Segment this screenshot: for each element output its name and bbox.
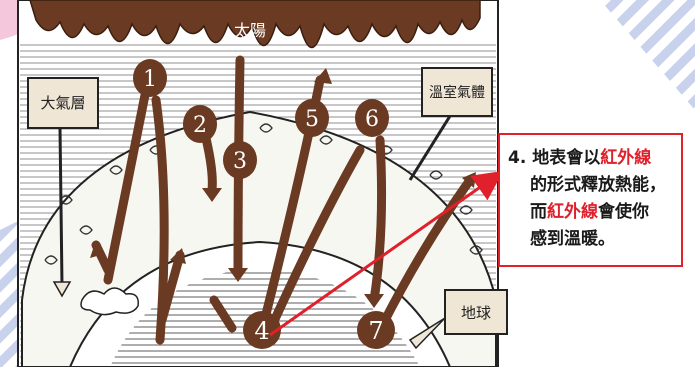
earth-label: 地球 [461, 304, 491, 322]
atmosphere-label: 大氣層 [40, 94, 85, 112]
svg-text:4: 4 [254, 317, 269, 345]
svg-text:2: 2 [193, 113, 207, 138]
arrow-heads [90, 68, 476, 308]
marker-6: 6 [355, 99, 389, 137]
svg-text:5: 5 [305, 107, 319, 132]
clouds [80, 287, 139, 316]
caption-line-1: 4.地表會以紅外線 [508, 148, 652, 168]
earth-label-box: 地球 [408, 289, 508, 350]
svg-text:3: 3 [233, 149, 247, 174]
marker-7: 7 [357, 311, 395, 349]
marker-1: 1 [133, 59, 167, 97]
sun-label: 太陽 [234, 21, 266, 40]
svg-text:6: 6 [365, 107, 379, 132]
marker-4: 4 [243, 311, 281, 349]
infrared-arrow [269, 170, 504, 337]
caption-line-4: 感到溫暖。 [530, 229, 615, 249]
greenhouse-label-box: 溫室氣體 [408, 67, 493, 181]
svg-text:7: 7 [368, 317, 383, 345]
marker-2: 2 [183, 105, 217, 143]
caption-box: 4.地表會以紅外線 的形式釋放熱能， 而紅外線會使你 感到溫暖。 [498, 133, 683, 267]
numbered-markers: 1 2 3 4 5 6 7 [133, 59, 395, 349]
corner-stripes-top-right [600, 0, 695, 110]
marker-3: 3 [223, 141, 257, 179]
svg-text:1: 1 [143, 67, 157, 92]
caption-line-2: 的形式釋放熱能， [530, 175, 666, 195]
greenhouse-label: 溫室氣體 [429, 84, 485, 101]
sun-band [29, 0, 481, 49]
atmosphere-label-box: 大氣層 [27, 77, 99, 298]
marker-5: 5 [295, 99, 329, 137]
caption-line-3: 而紅外線會使你 [530, 202, 649, 222]
